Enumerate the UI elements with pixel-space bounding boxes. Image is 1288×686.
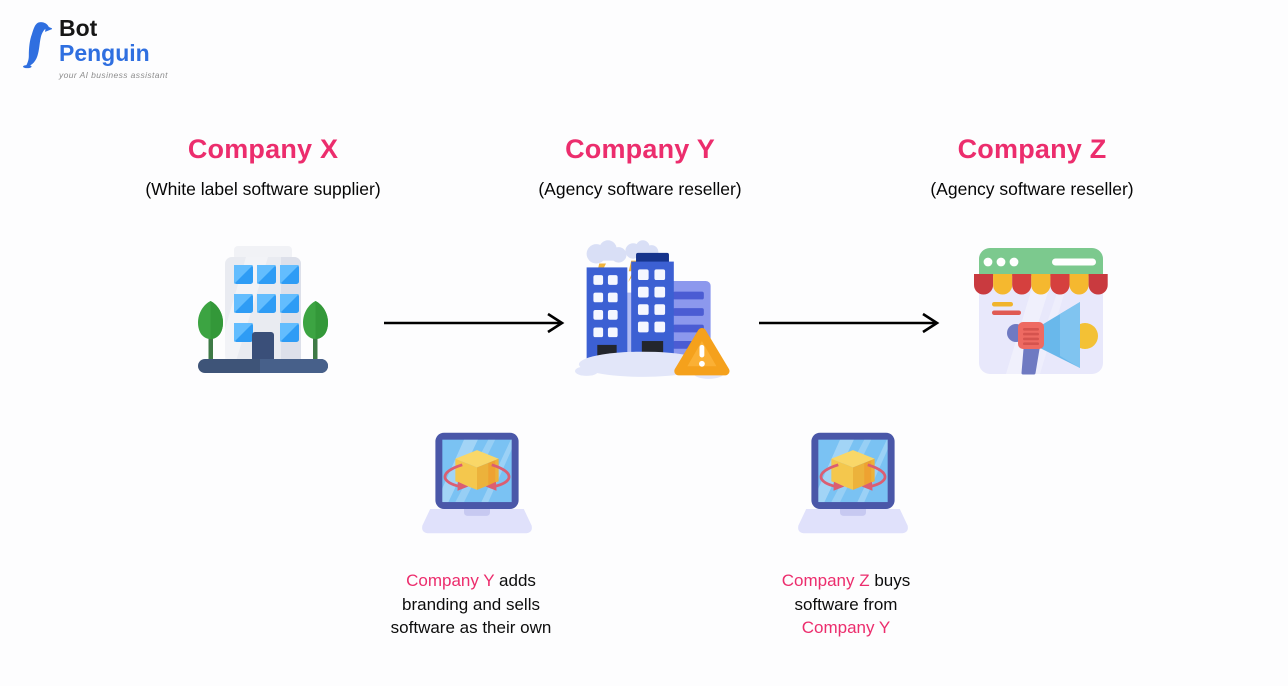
storefront-megaphone-icon xyxy=(974,248,1108,375)
caption-company-z-buys: Company Z buys software from Company Y xyxy=(746,569,946,640)
company-z-subtitle: (Agency software reseller) xyxy=(930,179,1134,199)
penguin-icon xyxy=(23,22,52,69)
storm-buildings-warning-icon xyxy=(575,240,730,379)
company-x-subtitle: (White label software supplier) xyxy=(145,179,381,199)
logo-wordmark: Bot Penguin your AI business assistant xyxy=(59,15,168,81)
right-arrow-icon xyxy=(384,312,565,334)
caption-line: Company Z buys xyxy=(781,571,911,590)
column-header-company-y: Company Y (Agency software reseller) xyxy=(480,134,800,200)
caption-line: Company Y adds xyxy=(406,571,536,590)
caption-highlight: Company Y xyxy=(406,571,495,590)
caption-line: software as their own xyxy=(390,618,552,637)
logo-word-penguin: Penguin xyxy=(59,40,150,66)
logo-word-bot: Bot xyxy=(59,15,98,41)
laptop-3d-cube-icon xyxy=(798,432,908,534)
caption-highlight: Company Y xyxy=(801,618,891,637)
company-x-title: Company X xyxy=(187,134,339,164)
caption-line: software from xyxy=(794,594,898,614)
caption-company-y-rebrands: Company Y adds branding and sells softwa… xyxy=(361,569,581,640)
laptop-3d-cube-icon xyxy=(422,432,532,534)
caption-line: branding and sells xyxy=(402,594,540,614)
column-header-company-x: Company X (White label software supplier… xyxy=(103,134,423,200)
company-y-title: Company Y xyxy=(565,134,715,164)
logo-tagline: your AI business assistant xyxy=(59,70,168,80)
company-y-subtitle: (Agency software reseller) xyxy=(538,179,742,199)
office-building-icon xyxy=(198,246,328,373)
company-z-title: Company Z xyxy=(957,134,1107,164)
botpenguin-logo: Bot Penguin your AI business assistant xyxy=(18,16,168,80)
caption-highlight: Company Z xyxy=(781,571,870,590)
column-header-company-z: Company Z (Agency software reseller) xyxy=(872,134,1192,200)
right-arrow-icon xyxy=(759,312,940,334)
